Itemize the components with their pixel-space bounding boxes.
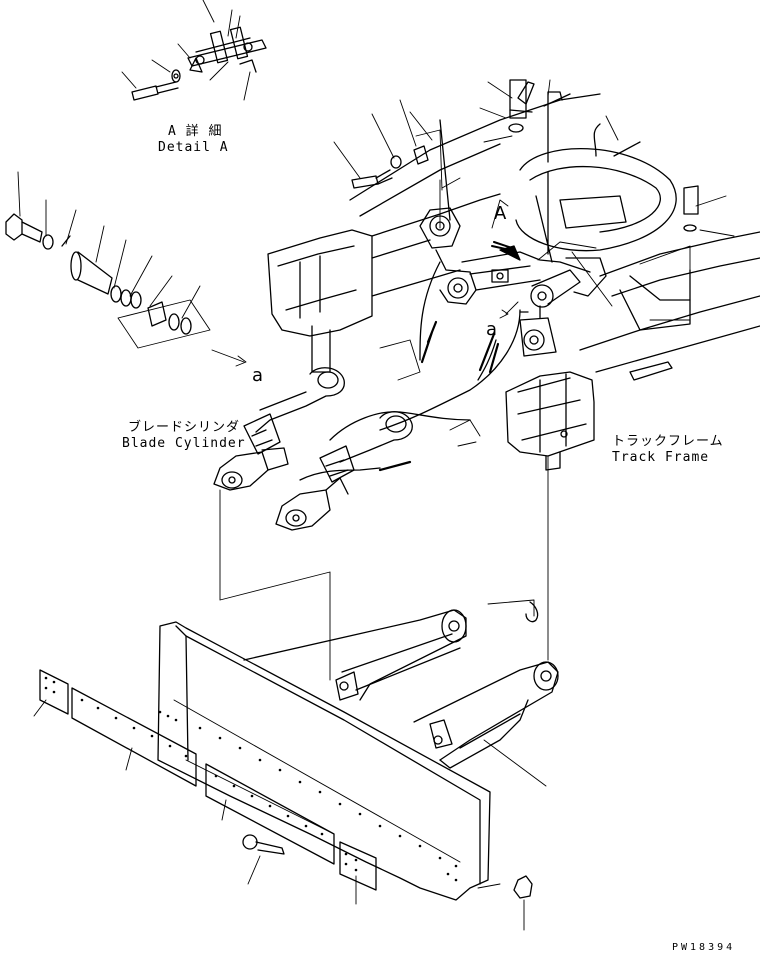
left-pin-parts [5, 213, 211, 349]
detail-a-arrow [491, 241, 521, 261]
detail-a-assembly [187, 26, 267, 73]
blade-cutting-edges [39, 669, 377, 891]
center-hydraulic-block [461, 251, 607, 357]
upper-bolt-group [351, 145, 429, 189]
blade-cylinder-label-jp: ブレードシリンダ [128, 420, 241, 435]
hoses-and-fittings [299, 79, 699, 481]
blade-leaders [33, 699, 547, 931]
cutting-edge-bolt [242, 834, 533, 899]
blade-holes [44, 676, 458, 882]
upper-leaders [333, 79, 735, 447]
swing-circle [515, 148, 677, 263]
marker-a-lower-1: a [486, 319, 498, 340]
left-track-frame [267, 193, 501, 373]
detail-a-title-jp: A 詳 細 [168, 124, 223, 139]
track-frame-label-en: Track Frame [612, 450, 710, 465]
marker-a-lower-2: a [252, 365, 264, 386]
detail-a-bolt [131, 69, 181, 101]
blade-frame [243, 601, 559, 769]
blade-cylinder-label-en: Blade Cylinder [122, 436, 246, 451]
left-pin-leaders [17, 171, 247, 367]
drawing-code: PW18394 [672, 942, 736, 953]
detail-a-title-en: Detail A [158, 140, 229, 155]
cylinder-leaders [219, 339, 549, 681]
track-frame-label-jp: トラックフレーム [612, 434, 724, 449]
blade-moldboard [157, 621, 491, 901]
detail-a-leaders [121, 0, 251, 101]
marker-a-upper: A [494, 203, 507, 224]
blade-cylinder-right [275, 411, 413, 531]
right-track-frame [505, 231, 760, 471]
blade-cylinder-left [213, 367, 345, 491]
